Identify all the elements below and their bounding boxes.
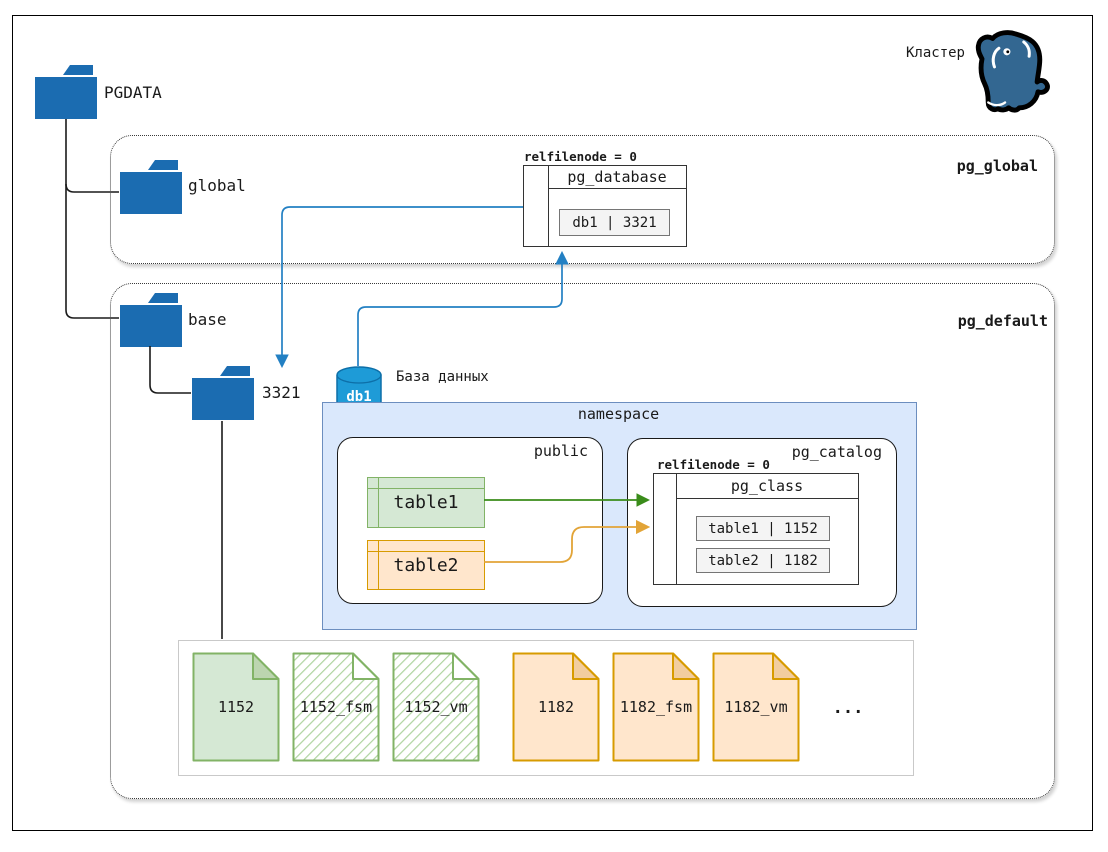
pg-database-oid-column <box>524 166 549 246</box>
table2-left-strip <box>368 541 379 589</box>
database-name: db1 <box>346 389 372 405</box>
table1-shape: table1 <box>367 477 485 528</box>
file-vm-fork-1152: 1152_vm <box>392 652 480 762</box>
cluster-label: Кластер <box>905 45 965 61</box>
global-folder-label: global <box>188 176 246 195</box>
file-label: 1182_fsm <box>619 698 693 716</box>
table2-shape: table2 <box>367 540 485 590</box>
file-fsm-fork-1152: 1152_fsm <box>292 652 380 762</box>
pg-database-annotation: relfilenode = 0 <box>524 149 637 164</box>
pg-class-row: table2 | 1182 <box>696 548 830 573</box>
schema-pg-catalog-title: pg_catalog <box>791 443 882 461</box>
file-label: 1182 <box>537 698 575 716</box>
pg-class-oid-column <box>654 474 677 584</box>
pgdata-folder-label: PGDATA <box>104 83 162 102</box>
postgresql-elephant-icon <box>974 28 1054 124</box>
file-vm-fork-1182: 1182_vm <box>712 652 800 762</box>
more-files-ellipsis: ... <box>832 698 864 718</box>
tablespace-pg-default <box>110 283 1055 799</box>
table1-left-strip <box>368 478 379 527</box>
file-main-fork-1182: 1182 <box>512 652 600 762</box>
database-caption: База данных <box>396 369 489 385</box>
file-fsm-fork-1182: 1182_fsm <box>612 652 700 762</box>
pg-global-title: pg_global <box>956 157 1038 175</box>
base-folder-icon <box>120 292 182 351</box>
table2-header-strip <box>368 541 484 552</box>
pg-class-annotation: relfilenode = 0 <box>657 457 770 472</box>
pg-database-table: pg_database db1 | 3321 <box>523 165 687 247</box>
file-label: 1182_vm <box>724 698 788 716</box>
schema-public-title: public <box>533 442 588 460</box>
file-label: 1152_vm <box>404 698 468 716</box>
namespace-title: namespace <box>577 405 660 423</box>
table1-header-strip <box>368 478 484 489</box>
db-oid-folder-icon <box>192 365 254 424</box>
pg-default-title: pg_default <box>957 312 1048 330</box>
pg-class-row: table1 | 1152 <box>696 516 830 541</box>
table1-label: table1 <box>393 492 459 513</box>
file-main-fork-1152: 1152 <box>192 652 280 762</box>
base-folder-label: base <box>188 310 227 329</box>
pg-class-table: pg_class table1 | 1152 table2 | 1182 <box>653 473 859 585</box>
pg-database-header: pg_database <box>548 166 686 189</box>
file-label: 1152 <box>217 698 255 716</box>
db-oid-folder-label: 3321 <box>262 383 301 402</box>
outer-border <box>12 15 1093 831</box>
file-label: 1152_fsm <box>299 698 373 716</box>
pg-database-row: db1 | 3321 <box>559 209 670 236</box>
table2-label: table2 <box>393 554 459 576</box>
pg-class-header: pg_class <box>676 474 858 499</box>
global-folder-icon <box>120 159 182 218</box>
pgdata-folder-icon <box>35 64 97 123</box>
